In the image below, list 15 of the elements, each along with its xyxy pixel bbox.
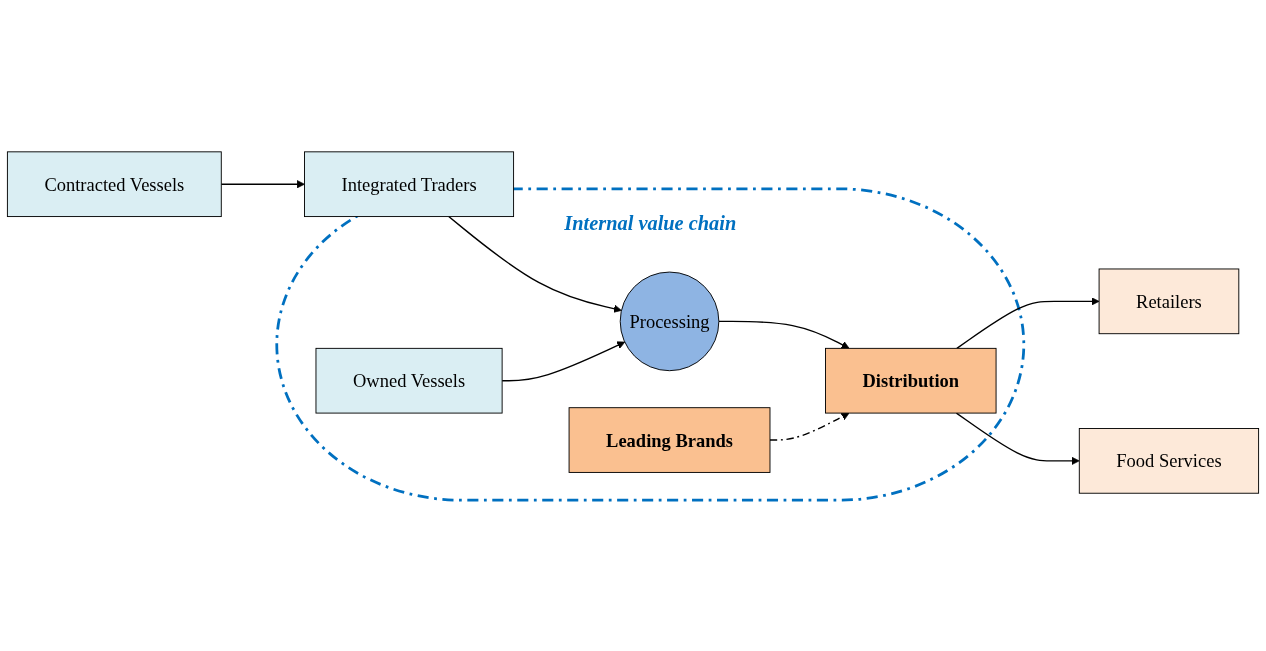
arrow: [220, 179, 305, 188]
node-circle: Processing: [619, 271, 720, 371]
node-box: Distribution: [825, 347, 997, 414]
node-box: Leading Brands: [568, 406, 771, 473]
node-box: Integrated Traders: [304, 150, 515, 217]
node-box: Retailers: [1098, 268, 1240, 334]
arrow: [769, 412, 850, 441]
node-box: Contracted Vessels: [6, 150, 222, 217]
node-box: Food Services: [1078, 427, 1260, 494]
arrow: [955, 411, 1080, 465]
node-box: Owned Vessels: [315, 347, 503, 414]
arrow: [501, 341, 626, 381]
arrow: [718, 320, 850, 349]
arrow: [956, 296, 1100, 349]
arrow: [448, 215, 622, 313]
